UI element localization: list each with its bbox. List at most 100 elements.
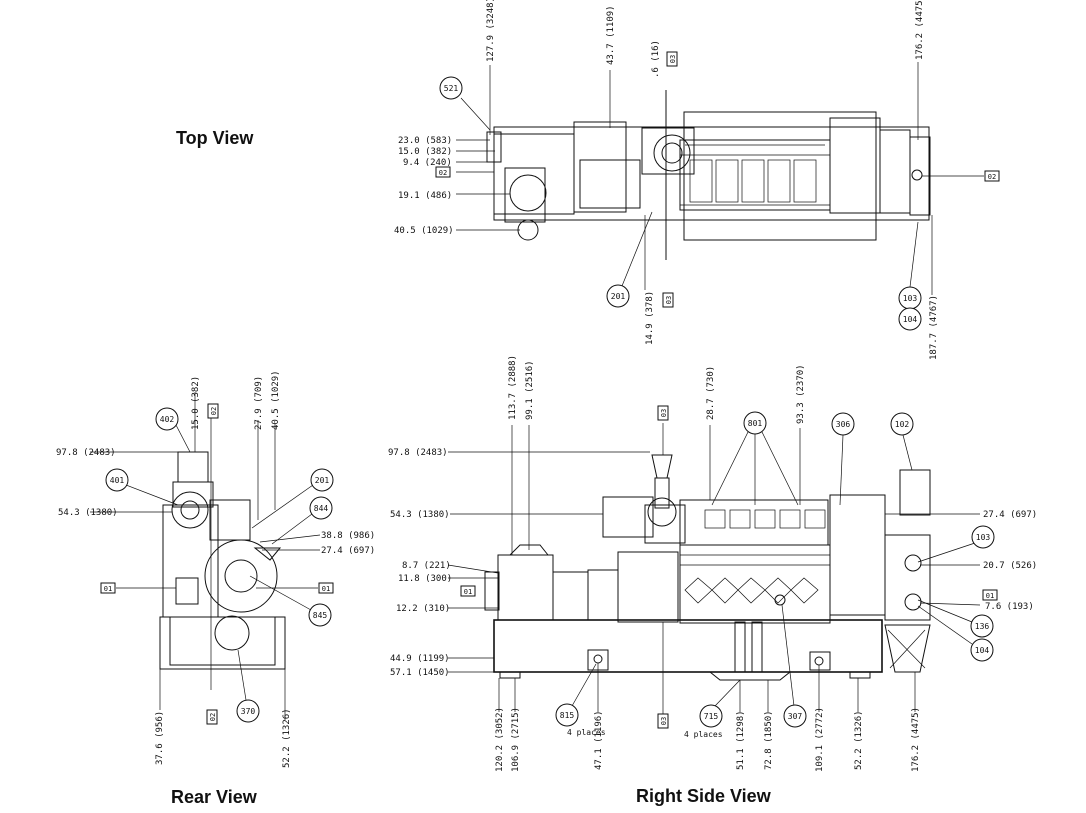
rear-box-02-upper: 02 xyxy=(207,403,219,419)
rear-dim-8: 37.6 (956) xyxy=(155,711,165,765)
top-dim-6: 15.0 (382) xyxy=(398,147,452,157)
rear-dim-3: 40.5 (1029) xyxy=(271,370,281,430)
side-dim-1: 113.7 (2888) xyxy=(508,355,518,420)
rear-dim-5: 54.3 (1380) xyxy=(58,508,118,518)
svg-text:01: 01 xyxy=(104,585,112,593)
svg-text:401: 401 xyxy=(110,476,125,485)
top-dim-4: 176.2 (4475) xyxy=(915,0,925,60)
side-callout-815: 815 xyxy=(555,663,597,727)
top-dim-8: 19.1 (486) xyxy=(398,191,452,201)
top-dim-1: 127.9 (3248) xyxy=(486,0,496,62)
side-dim-14: 57.1 (1450) xyxy=(390,668,450,678)
side-dim-12: 7.6 (193) xyxy=(985,602,1034,612)
places-note-715: 4 places xyxy=(684,730,723,739)
view-title-rear: Rear View xyxy=(171,787,257,807)
side-callout-136: 136 xyxy=(917,599,994,638)
side-box-03-lower: 03 xyxy=(657,713,669,729)
top-dim-5: 23.0 (583) xyxy=(398,136,452,146)
svg-text:307: 307 xyxy=(788,712,803,721)
svg-text:03: 03 xyxy=(660,717,668,725)
rear-callout-401: 401 xyxy=(105,468,179,506)
top-callout-201: 201 xyxy=(606,211,653,308)
top-box-03-lower: 03 xyxy=(662,292,674,308)
svg-text:201: 201 xyxy=(315,476,330,485)
svg-text:103: 103 xyxy=(903,294,918,303)
svg-text:03: 03 xyxy=(660,409,668,417)
rear-callout-845: 845 xyxy=(249,575,332,627)
rear-dim-9: 52.2 (1326) xyxy=(282,708,292,768)
rear-box-02-lower: 02 xyxy=(206,709,218,725)
side-dim-21: 52.2 (1326) xyxy=(854,710,864,770)
top-dim-2: 43.7 (1109) xyxy=(606,5,616,65)
svg-text:844: 844 xyxy=(314,504,329,513)
side-callout-307: 307 xyxy=(781,604,807,728)
side-dim-15: 120.2 (3052) xyxy=(495,707,505,772)
side-dim-18: 51.1 (1298) xyxy=(736,710,746,770)
svg-text:845: 845 xyxy=(313,611,328,620)
svg-text:03: 03 xyxy=(665,296,673,304)
svg-text:521: 521 xyxy=(444,84,459,93)
side-box-01-right: 01 xyxy=(982,589,998,601)
side-dim-10: 12.2 (310) xyxy=(396,604,450,614)
view-title-top: Top View xyxy=(176,128,254,148)
rear-box-01-left: 01 xyxy=(100,582,116,594)
svg-text:370: 370 xyxy=(241,707,256,716)
top-dim-11: 187.7 (4767) xyxy=(929,295,939,360)
svg-text:306: 306 xyxy=(836,420,851,429)
side-callout-306: 306 xyxy=(831,412,855,506)
side-box-01-left: 01 xyxy=(460,585,476,597)
side-callout-715: 715 xyxy=(699,679,741,728)
side-callout-801: 801 xyxy=(711,411,799,506)
svg-text:103: 103 xyxy=(976,533,991,542)
places-note-815: 4 places xyxy=(567,728,606,737)
side-dim-17: 47.1 (1196) xyxy=(594,710,604,770)
side-dim-9: 11.8 (300) xyxy=(398,574,452,584)
svg-text:715: 715 xyxy=(704,712,719,721)
rear-dim-7: 27.4 (697) xyxy=(321,546,375,556)
top-callout-103: 103 xyxy=(898,221,922,310)
view-title-right-side: Right Side View xyxy=(636,786,771,806)
svg-text:201: 201 xyxy=(611,292,626,301)
svg-text:801: 801 xyxy=(748,419,763,428)
side-dim-22: 176.2 (4475) xyxy=(911,707,921,772)
svg-text:01: 01 xyxy=(322,585,330,593)
svg-text:815: 815 xyxy=(560,711,575,720)
side-dim-3: 28.7 (730) xyxy=(706,366,716,420)
rear-box-01-right: 01 xyxy=(318,582,334,594)
svg-text:02: 02 xyxy=(210,407,218,415)
side-dim-20: 109.1 (2772) xyxy=(815,707,825,772)
side-callout-104: 104 xyxy=(917,605,994,662)
rear-dim-6: 38.8 (986) xyxy=(321,531,375,541)
side-dim-2: 99.1 (2516) xyxy=(525,360,535,420)
top-view xyxy=(456,62,984,295)
side-dim-16: 106.9 (2715) xyxy=(511,707,521,772)
top-callout-521: 521 xyxy=(439,76,491,131)
rear-dim-4: 97.8 (2483) xyxy=(56,448,116,458)
rear-callout-402: 402 xyxy=(155,407,191,453)
top-box-02-left: 02 xyxy=(435,166,451,178)
side-dim-4: 93.3 (2370) xyxy=(796,364,806,424)
svg-text:402: 402 xyxy=(160,415,175,424)
rear-dim-1: 15.0 (382) xyxy=(191,376,201,430)
top-dim-9: 40.5 (1029) xyxy=(394,226,454,236)
side-callout-103: 103 xyxy=(917,525,995,563)
top-box-03-upper: 03 xyxy=(666,51,678,67)
side-callout-102: 102 xyxy=(890,412,914,471)
top-callout-104: 104 xyxy=(898,307,922,331)
side-dim-19: 72.8 (1850) xyxy=(764,710,774,770)
top-box-02-right: 02 xyxy=(984,170,1000,182)
rear-dim-2: 27.9 (709) xyxy=(254,376,264,430)
svg-text:01: 01 xyxy=(986,592,994,600)
side-dim-13: 44.9 (1199) xyxy=(390,654,450,664)
svg-text:104: 104 xyxy=(903,315,918,324)
top-dim-3: .6 (16) xyxy=(651,40,661,78)
rear-callout-201: 201 xyxy=(251,468,334,529)
side-dim-11: 20.7 (526) xyxy=(983,561,1037,571)
top-dim-10: 14.9 (378) xyxy=(645,291,655,345)
svg-text:02: 02 xyxy=(209,713,217,721)
rear-view xyxy=(90,392,321,720)
svg-text:03: 03 xyxy=(669,55,677,63)
side-dim-7: 27.4 (697) xyxy=(983,510,1037,520)
side-dim-5: 97.8 (2483) xyxy=(388,448,448,458)
